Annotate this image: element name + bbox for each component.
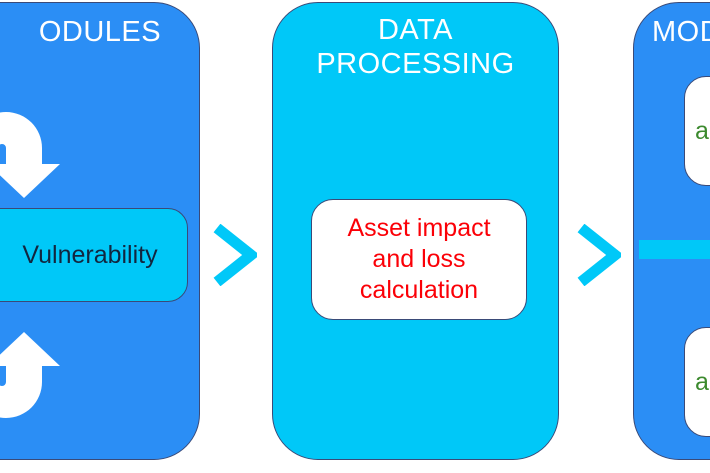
box-right-bottom: a <box>684 327 710 437</box>
box-asset-impact-label: Asset impact and loss calculation <box>347 214 491 304</box>
chevron-right-icon-1 <box>213 224 257 286</box>
box-right-top-label: a <box>695 117 709 145</box>
loop-arrow-down-icon <box>0 112 60 198</box>
right-panel-divider-bar <box>639 240 710 259</box>
box-right-top: a <box>684 76 710 186</box>
box-right-bottom-label: a <box>695 368 709 396</box>
panel-modules-right-title: MOD <box>652 16 710 48</box>
chevron-right-icon-2 <box>577 224 621 286</box>
box-vulnerability: Vulnerability <box>0 208 188 302</box>
panel-modules-left-title: ODULES <box>38 16 162 48</box>
box-asset-impact-and-loss-calculation: Asset impact and loss calculation <box>311 199 527 320</box>
panel-data-processing-title: DATA PROCESSING <box>316 14 515 80</box>
box-vulnerability-label: Vulnerability <box>22 240 158 269</box>
loop-arrow-up-icon <box>0 332 60 418</box>
